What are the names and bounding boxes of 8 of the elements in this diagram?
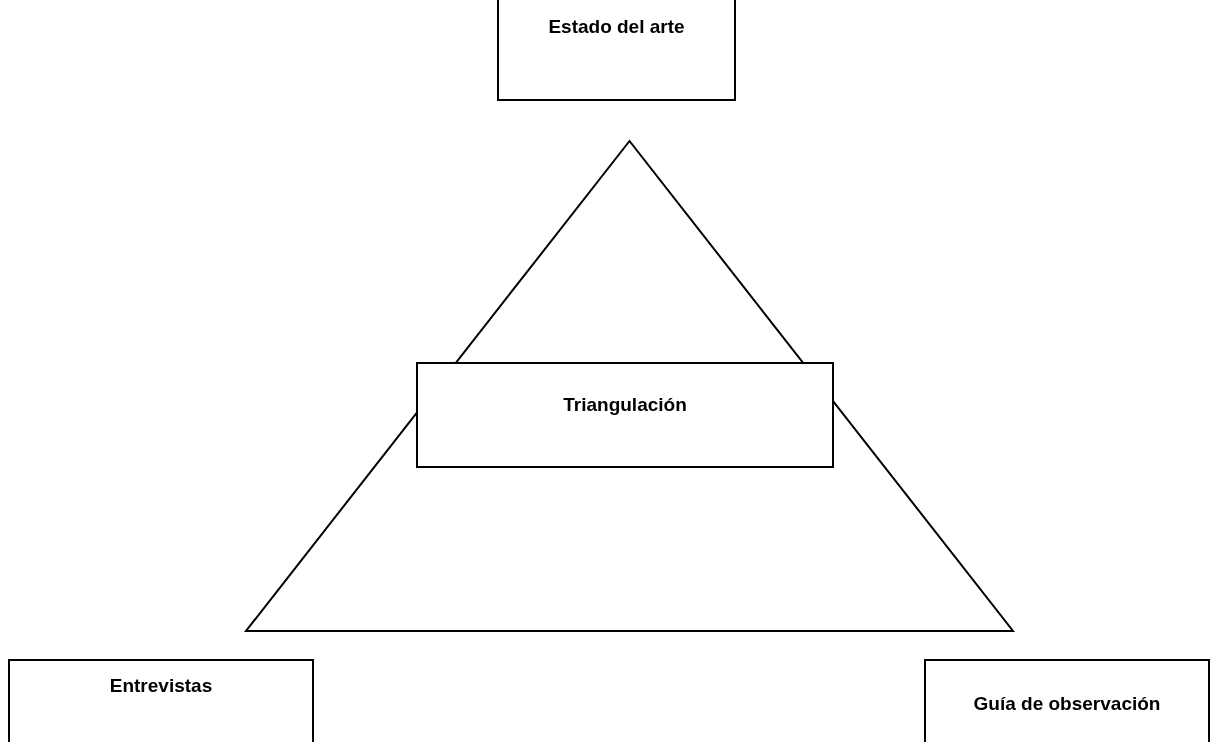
box-label: Guía de observación [973, 693, 1161, 715]
box-label: Estado del arte [548, 16, 685, 38]
text-box [497, 0, 736, 101]
box-label: Entrevistas [109, 675, 213, 697]
text-box [416, 362, 834, 468]
box-label: Triangulación [563, 394, 687, 416]
text-box [8, 659, 314, 742]
text-box [924, 659, 1210, 742]
